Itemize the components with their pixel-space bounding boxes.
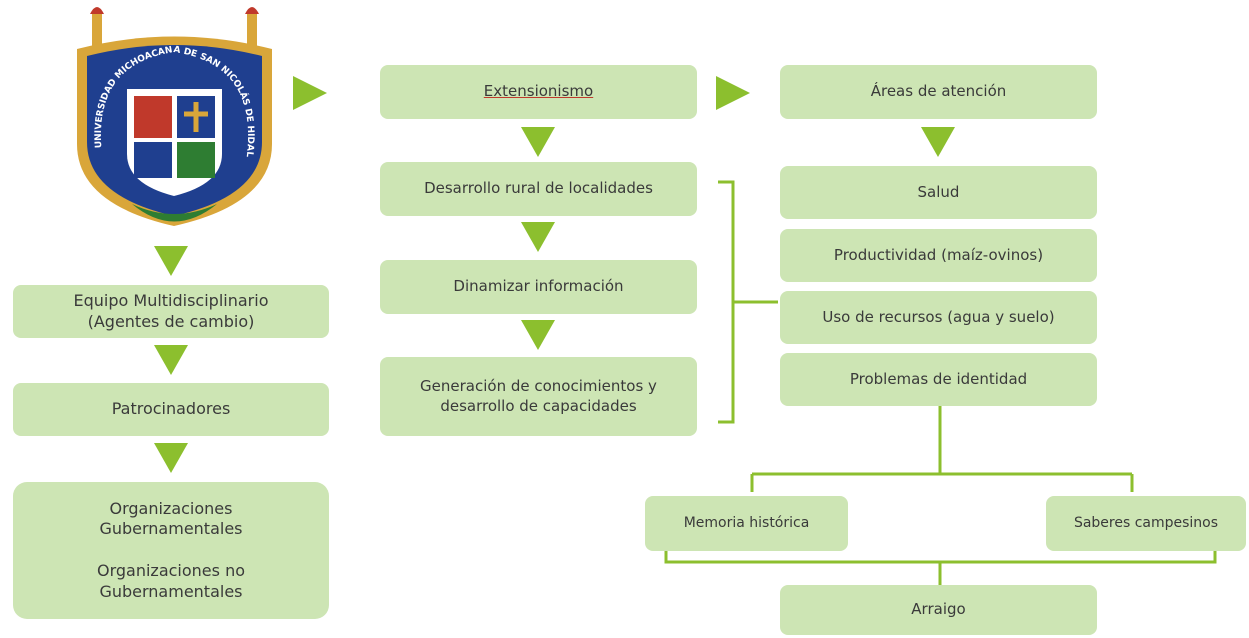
- memoria-historica-box: Memoria histórica: [645, 496, 848, 551]
- arrow-down-extensionismo-to-desarrollo: [521, 127, 555, 157]
- arrow-down-dinamizar-to-generacion: [521, 320, 555, 350]
- arrow-down-logo-to-equipo: [154, 246, 188, 276]
- salud-box: Salud: [780, 166, 1097, 219]
- extensionismo-label: Extensionismo: [483, 82, 594, 101]
- arrow-right-extensionismo-to-areas: [716, 76, 750, 110]
- generacion-conocimientos-box: Generación de conocimientos y desarrollo…: [380, 357, 697, 436]
- areas-de-atencion-box: Áreas de atención: [780, 65, 1097, 119]
- dinamizar-informacion-box: Dinamizar información: [380, 260, 697, 314]
- saberes-campesinos-box: Saberes campesinos: [1046, 496, 1246, 551]
- grouping-bracket: [718, 180, 778, 424]
- patrocinadores-box: Patrocinadores: [13, 383, 329, 436]
- arrow-down-equipo-to-patrocinadores: [154, 345, 188, 375]
- problemas-identidad-box: Problemas de identidad: [780, 353, 1097, 406]
- identidad-split-connector: [750, 406, 1134, 492]
- arrow-down-patrocinadores-to-organizaciones: [154, 443, 188, 473]
- desarrollo-rural-box: Desarrollo rural de localidades: [380, 162, 697, 216]
- organizaciones-box: Organizaciones Gubernamentales Organizac…: [13, 482, 329, 619]
- arrow-down-desarrollo-to-dinamizar: [521, 222, 555, 252]
- extensionismo-box: Extensionismo: [380, 65, 697, 119]
- productividad-box: Productividad (maíz-ovinos): [780, 229, 1097, 282]
- arraigo-box: Arraigo: [780, 585, 1097, 635]
- equipo-multidisciplinario-box: Equipo Multidisciplinario (Agentes de ca…: [13, 285, 329, 338]
- arrow-down-areas-to-salud: [921, 127, 955, 157]
- arrow-right-logo-to-extensionismo: [293, 76, 327, 110]
- university-coat-of-arms-logo: UNIVERSIDAD MICHOACANA DE SAN NICOLÁS DE…: [62, 4, 272, 226]
- uso-recursos-box: Uso de recursos (agua y suelo): [780, 291, 1097, 344]
- arraigo-merge-connector: [664, 548, 1217, 585]
